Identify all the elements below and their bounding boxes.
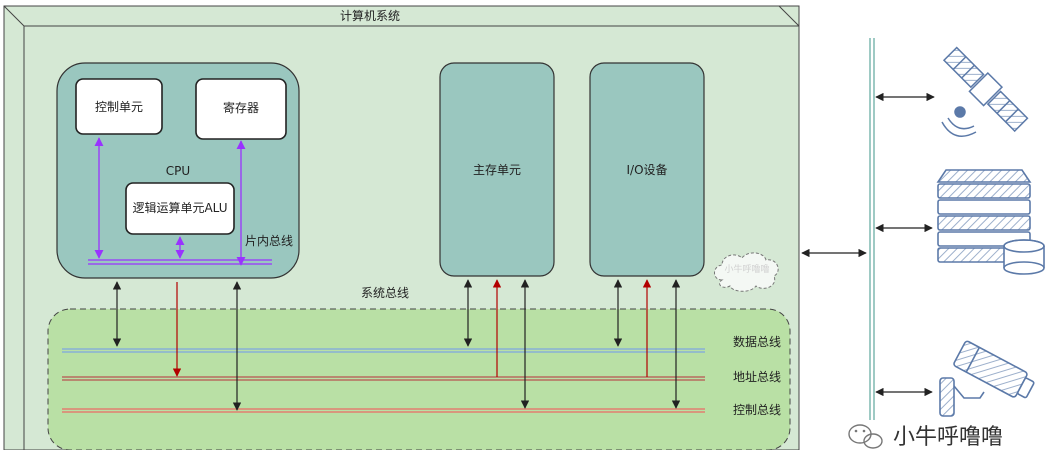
control-unit-box [75,78,163,135]
register-box [195,78,287,140]
bus-connections [112,279,681,411]
register-label: 寄存器 [223,100,259,115]
control-unit-label: 控制单元 [95,100,143,114]
external-bus [801,38,935,420]
server-storage-icon [936,169,1045,275]
internal-bus-label: 片内总线 [245,234,293,248]
wechat-icon [848,424,883,449]
cloud-note: 小牛呼噜噜 [724,263,769,275]
cpu-block: CPU 控制单元 寄存器 逻辑运算单元ALU 片内总线 [56,62,300,279]
alu-label: 逻辑运算单元ALU [132,200,227,215]
control-bus-label: 控制总线 [733,403,781,417]
address-bus-label: 地址总线 [733,370,781,384]
io-device-label: I/O设备 [626,163,667,177]
surveillance-camera-icon [939,340,1035,417]
watermark: 小牛呼噜噜 [848,424,1003,450]
satellite-icon [941,46,1029,137]
cloud-shape: 小牛呼噜噜 [714,252,779,292]
alu-box [125,182,235,235]
system-title: 计算机系统 [340,8,400,23]
main-memory-block: 主存单元 [439,62,555,277]
system-bus-area: 系统总线 数据总线 地址总线 控制总线 [47,286,791,450]
cpu-label: CPU [166,164,190,178]
io-device-block: I/O设备 [589,62,705,277]
main-memory-label: 主存单元 [473,163,521,177]
system-bus-label: 系统总线 [361,286,409,300]
data-bus-label: 数据总线 [733,334,781,349]
watermark-text: 小牛呼噜噜 [893,425,1003,450]
